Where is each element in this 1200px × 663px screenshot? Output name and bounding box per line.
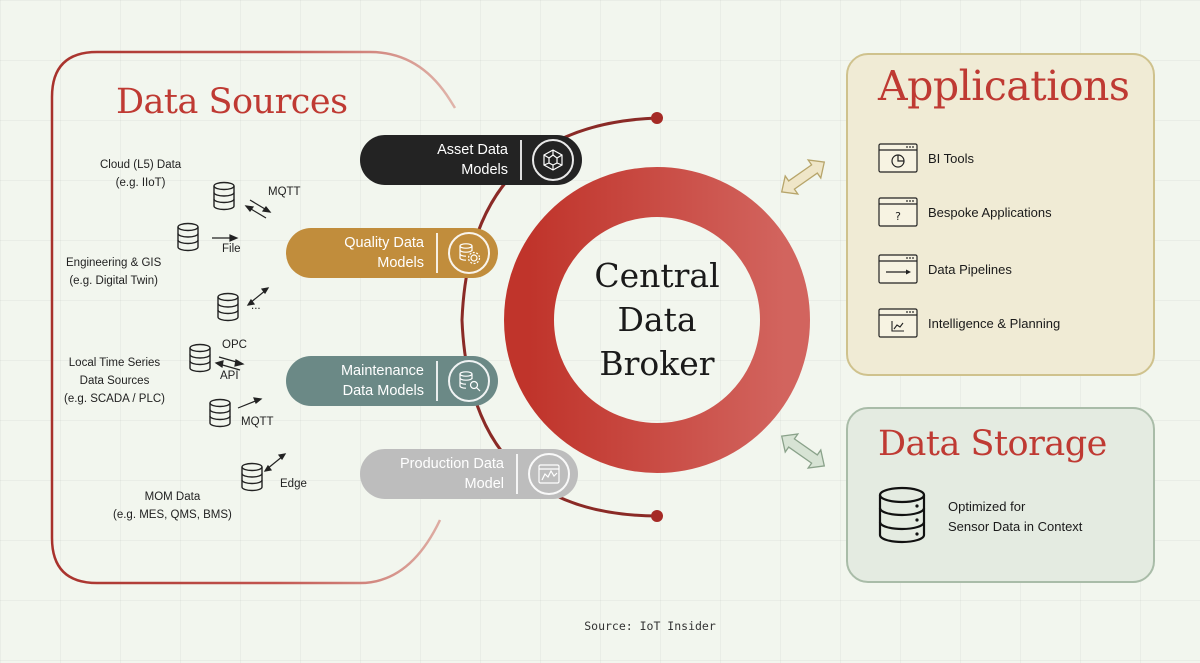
pill-production-line2: Model	[464, 476, 505, 492]
source-label-engineering: Engineering & GIS (e.g. Digital Twin)	[66, 254, 161, 290]
pill-maintenance-label: Maintenance Data Models	[341, 361, 438, 401]
protocol-mqtt-1: MQTT	[268, 186, 301, 198]
source-cloud-sublabel: (e.g. IIoT)	[115, 177, 166, 189]
chart-window-icon	[528, 453, 570, 495]
gears-icon	[448, 232, 490, 274]
pill-quality-data-models[interactable]: Quality Data Models	[286, 228, 498, 278]
pill-asset-line2: Models	[461, 162, 508, 178]
arrow-window-icon	[878, 254, 918, 284]
pill-quality-line2: Models	[377, 255, 424, 271]
source-timeseries-sublabel: Data Sources	[79, 375, 150, 387]
source-timeseries-label: Local Time Series	[68, 357, 161, 369]
source-cloud-label: Cloud (L5) Data	[100, 159, 182, 171]
pill-maintenance-line2: Data Models	[342, 383, 424, 399]
pill-quality-label: Quality Data Models	[344, 233, 438, 273]
pie-chart-window-icon	[878, 143, 918, 173]
app-item-pipelines[interactable]: Data Pipelines	[878, 254, 1012, 284]
app-item-bespoke[interactable]: ? Bespoke Applications	[878, 197, 1052, 227]
protocol-file: File	[222, 243, 241, 255]
pill-production-line1: Production Data	[400, 456, 504, 472]
database-icon	[189, 343, 211, 373]
pill-production-data-model[interactable]: Production Data Model	[360, 449, 578, 499]
central-data-broker: Central Data Broker	[557, 254, 757, 386]
protocol-edge: Edge	[280, 478, 307, 490]
source-engineering-sublabel: (e.g. Digital Twin)	[69, 275, 158, 287]
database-icon	[213, 181, 235, 211]
broker-line1: Central	[594, 256, 720, 295]
data-storage-title: Data Storage	[878, 424, 1107, 464]
protocol-api: API	[220, 370, 239, 382]
app-item-intelligence[interactable]: Intelligence & Planning	[878, 308, 1060, 338]
source-mom-sublabel: (e.g. MES, QMS, BMS)	[113, 509, 232, 521]
data-sources-title: Data Sources	[116, 82, 348, 122]
protocol-opc: OPC	[222, 339, 247, 351]
question-window-icon: ?	[878, 197, 918, 227]
app-item-bi-tools[interactable]: BI Tools	[878, 143, 974, 173]
network-icon	[532, 139, 574, 181]
database-icon	[209, 398, 231, 428]
source-mom-label: MOM Data	[144, 491, 201, 503]
source-engineering-label: Engineering & GIS	[66, 257, 162, 269]
arc-end-bottom	[651, 510, 663, 522]
app-item-label: Bespoke Applications	[928, 204, 1052, 220]
pill-quality-line1: Quality Data	[344, 235, 424, 251]
data-storage-panel	[846, 407, 1155, 583]
broker-line2: Data	[617, 300, 697, 339]
storage-arrow	[780, 433, 826, 469]
pill-production-label: Production Data Model	[400, 454, 518, 494]
database-server-icon	[878, 486, 926, 544]
broker-line3: Broker	[599, 344, 715, 383]
source-timeseries-sublabel2: (e.g. SCADA / PLC)	[64, 393, 165, 405]
database-icon	[217, 292, 239, 322]
storage-line2: Sensor Data in Context	[948, 519, 1083, 534]
broker-ring	[504, 167, 810, 473]
app-item-label: Data Pipelines	[928, 261, 1012, 277]
pill-asset-data-models[interactable]: Asset Data Models	[360, 135, 582, 185]
data-sources-panel-outline	[50, 50, 457, 585]
arc-end-top	[651, 112, 663, 124]
database-icon	[241, 462, 263, 492]
source-label-mom: MOM Data (e.g. MES, QMS, BMS)	[113, 488, 232, 524]
source-label-cloud: Cloud (L5) Data (e.g. IIoT)	[100, 156, 181, 192]
protocol-arrows	[212, 199, 287, 472]
source-label-timeseries: Local Time Series Data Sources (e.g. SCA…	[64, 354, 165, 408]
data-storage-text: Optimized for Sensor Data in Context	[948, 497, 1082, 537]
applications-title: Applications	[878, 62, 1130, 110]
svg-text:?: ?	[895, 210, 901, 223]
pill-asset-label: Asset Data Models	[437, 140, 522, 180]
pill-maintenance-line1: Maintenance	[340, 363, 424, 379]
line-chart-window-icon	[878, 308, 918, 338]
pill-maintenance-data-models[interactable]: Maintenance Data Models	[286, 356, 498, 406]
protocol-more: ...	[251, 300, 261, 312]
storage-line1: Optimized for	[948, 499, 1026, 514]
source-note: Source: IoT Insider	[584, 619, 716, 633]
protocol-mqtt-2: MQTT	[241, 416, 274, 428]
database-wrench-icon	[448, 360, 490, 402]
app-item-label: Intelligence & Planning	[928, 315, 1061, 331]
applications-arrow	[780, 159, 826, 195]
app-item-label: BI Tools	[928, 150, 975, 166]
pill-asset-line1: Asset Data	[437, 142, 508, 158]
database-icon	[177, 222, 199, 252]
